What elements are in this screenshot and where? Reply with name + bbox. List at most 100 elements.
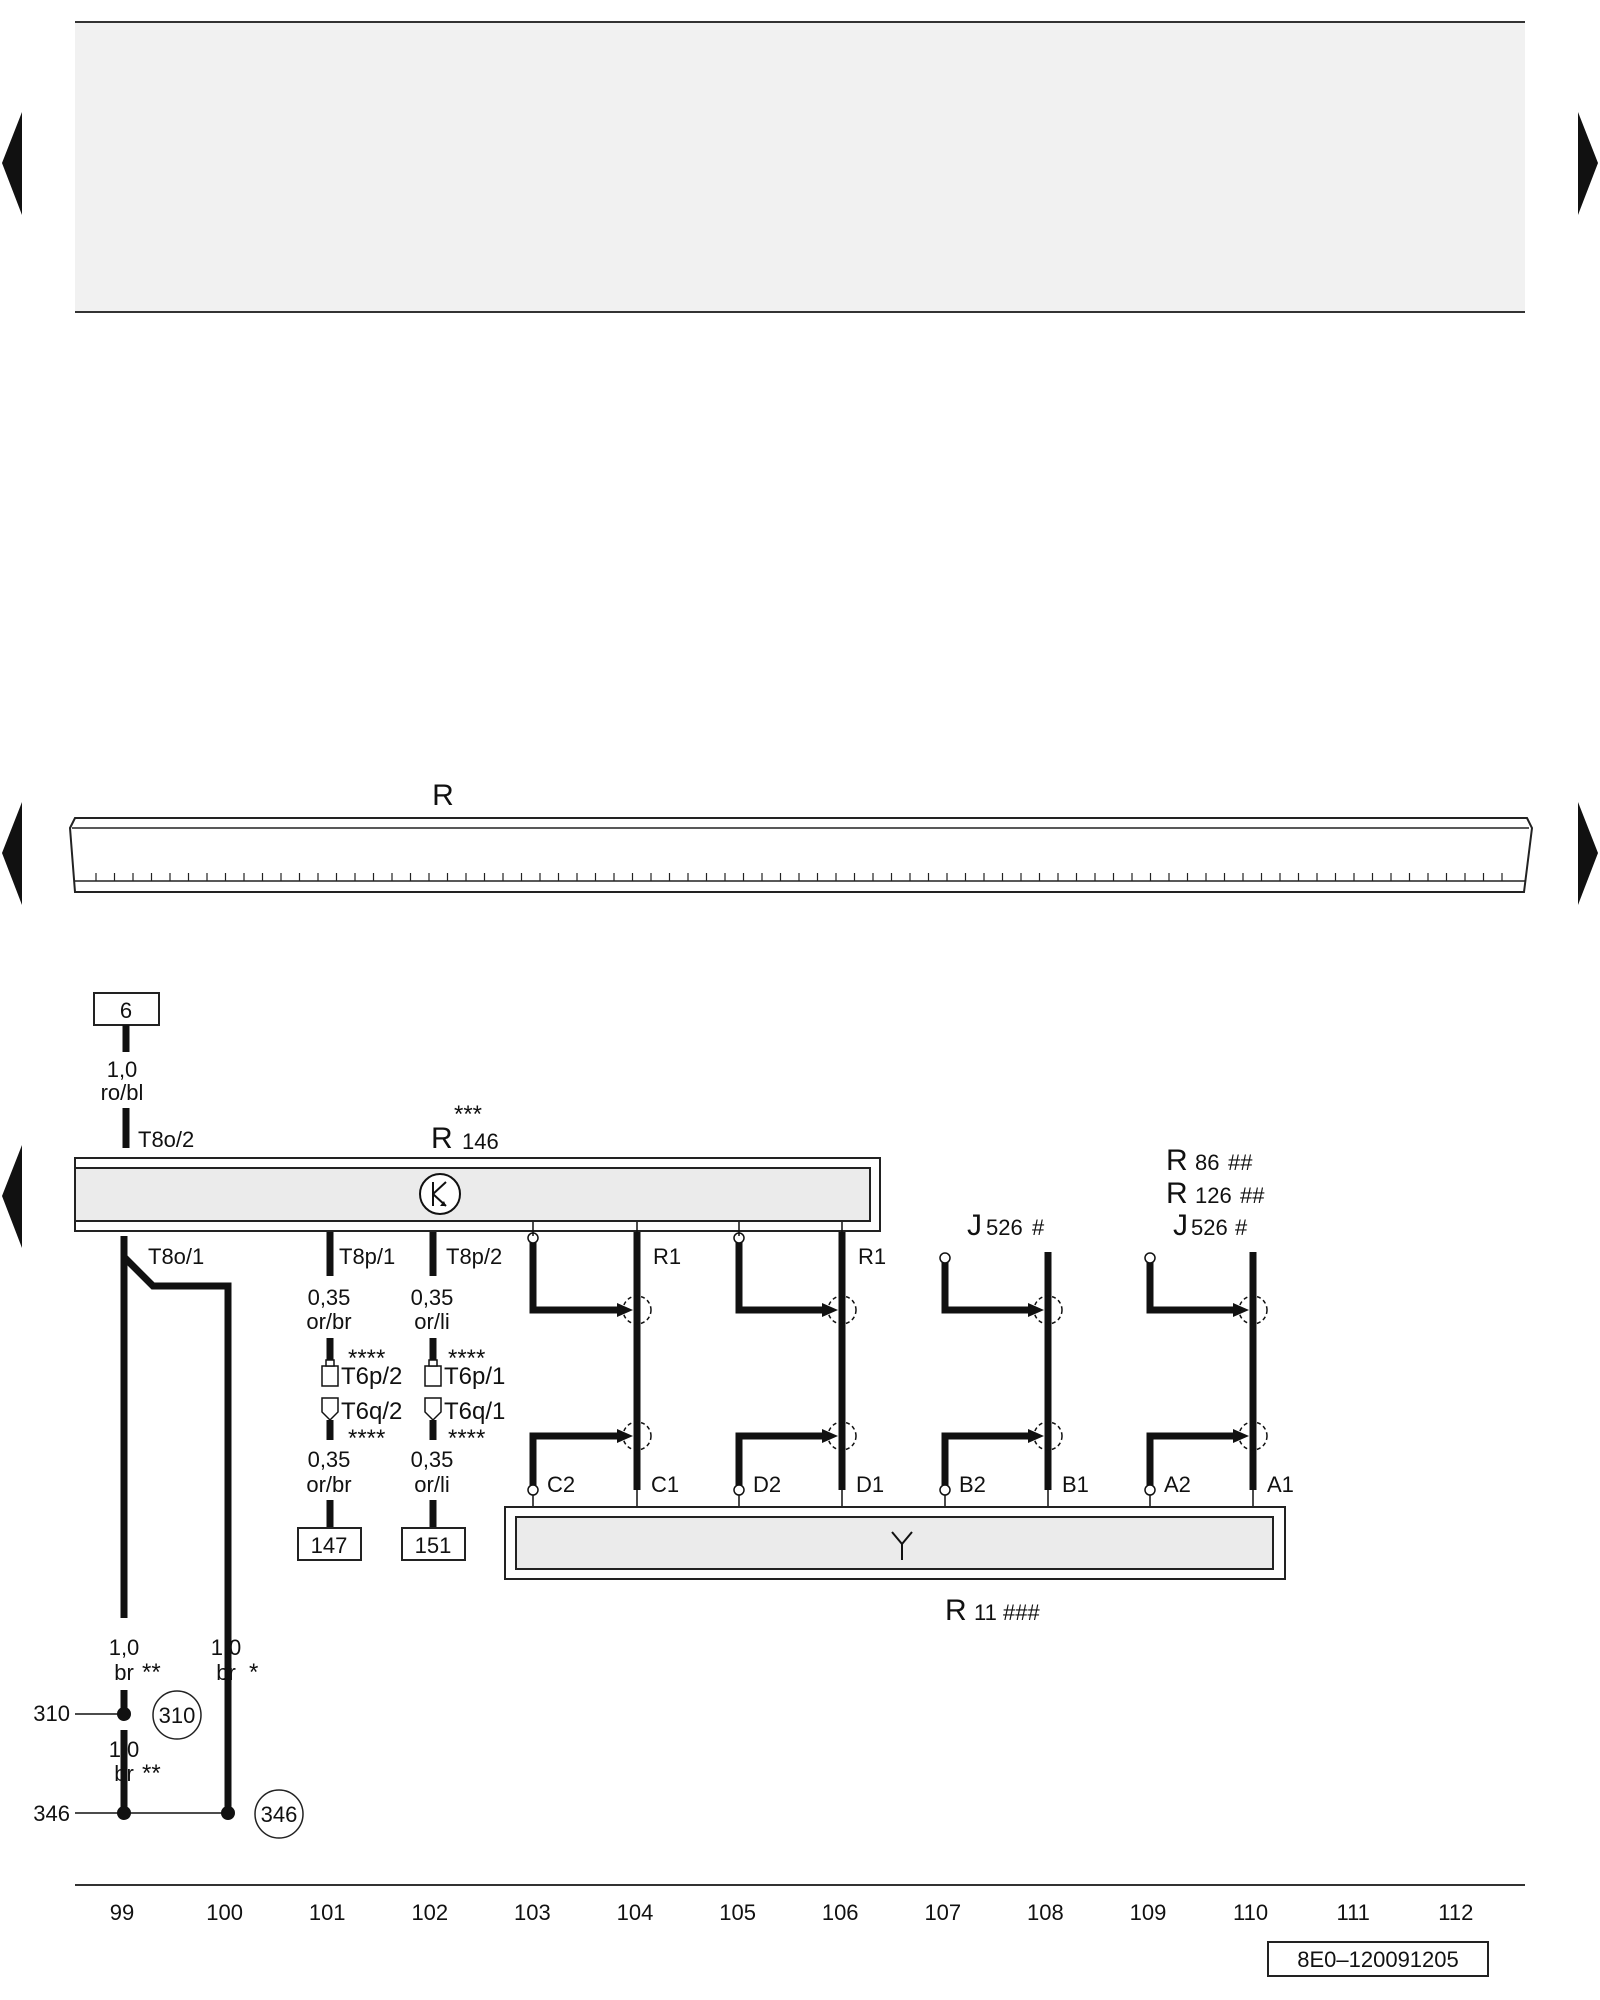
r126-sub: 126 [1195,1183,1232,1208]
shield-circle-icon [1238,1295,1268,1325]
speaker-wire-branch-lower [941,1432,1030,1488]
pin-open-circle-bottom [527,1484,539,1496]
r11-sub: 11 [974,1600,997,1625]
pin-open-circle-bottom [733,1484,745,1496]
speaker-wire-branch-lower [529,1432,619,1488]
ground-346-circle [254,1789,304,1839]
r146-mark: *** [454,1101,482,1128]
r86-letter: R [1166,1144,1188,1177]
r126-mark: ## [1240,1183,1265,1208]
ground-346-dot-right [221,1806,235,1820]
pin-label-left: C2 [547,1472,575,1497]
pin-label-right: B1 [1062,1472,1089,1497]
shield-circle-icon [622,1421,652,1451]
connector-t8p1: T8p/1 [339,1244,395,1269]
reference-box-151 [401,1527,466,1561]
rail-ticks [95,873,1503,881]
j526-right-letter: J [1173,1209,1188,1242]
junction-arrow-icon [617,1303,633,1317]
wire-ground-c-mark: ** [142,1760,161,1787]
socket-icon-t6q2 [321,1397,339,1422]
ruler-number: 101 [309,1900,346,1925]
ground-346-dot-left [117,1806,131,1820]
j526-left-mark: # [1032,1215,1045,1240]
speaker-wire-branch-upper [735,1242,824,1314]
mark-t6q2: **** [348,1425,385,1452]
nav-prev-arrow-top[interactable] [2,112,22,215]
r86-mark: ## [1228,1150,1253,1175]
wire-t8p1-lower-size: 0,35 [308,1447,351,1472]
shield-circle-icon [1033,1295,1063,1325]
ruler-number: 105 [719,1900,756,1925]
pin-open-circle-bottom [1144,1484,1156,1496]
reference-label-151: 151 [415,1533,452,1558]
pin-open-circle-top [939,1252,951,1264]
junction-arrow-icon [1028,1429,1044,1443]
wire-t8p2-upper-color: or/li [414,1309,449,1334]
ground-346-circle-label: 346 [261,1802,298,1827]
speaker-wire-branch-upper [941,1262,1030,1314]
connector-t8o1: T8o/1 [148,1244,204,1269]
nav-next-arrow-rail[interactable] [1578,802,1598,905]
pin-label-left: A2 [1164,1472,1191,1497]
antenna-symbol-icon [891,1531,913,1560]
r86-sub: 86 [1195,1150,1219,1175]
r146-sub: 146 [462,1129,499,1154]
mark-t6p1: **** [448,1345,485,1372]
pin-label-left: D2 [753,1472,781,1497]
j526-right-mark: # [1235,1215,1248,1240]
speaker-wire-branch-upper [529,1242,619,1314]
wire-t8p2-lower-size: 0,35 [411,1447,454,1472]
wire-ground-c-color: br [114,1761,134,1786]
wire-top-feed-color: ro/bl [101,1080,144,1105]
pin-label-r1: R1 [858,1244,886,1269]
ruler-number: 104 [617,1900,654,1925]
header-panel [75,23,1525,312]
shield-circle-icon [827,1421,857,1451]
plug-icon-t6p1 [424,1359,442,1387]
ruler-number: 103 [514,1900,551,1925]
r11-housing-inner [515,1516,1274,1570]
wire-t8p1-lower-color: or/br [306,1472,351,1497]
wire-t8p1-upper-size: 0,35 [308,1285,351,1310]
pin-open-circle-bottom [939,1484,951,1496]
junction-arrow-icon [1233,1429,1249,1443]
ruler-number: 106 [822,1900,859,1925]
wire-ground-a-color: br [114,1660,134,1685]
ruler-number: 100 [206,1900,243,1925]
ruler-number: 110 [1233,1900,1268,1925]
pin-label-right: A1 [1267,1472,1294,1497]
rail-bar [68,817,1534,893]
wire-ground-b-mark: * [249,1659,258,1686]
speaker-wire-branch-lower [735,1432,824,1488]
pin-label-right: D1 [856,1472,884,1497]
connector-t6q1: T6q/1 [444,1398,505,1425]
ground-310-circle [152,1690,202,1740]
connector-t8p2: T8p/2 [446,1244,502,1269]
wire-ground-c-size: 1,0 [109,1737,140,1762]
reference-label-6: 6 [120,998,132,1023]
j526-left-sub: 526 [986,1215,1023,1240]
wire-ground-b-size: 1,0 [211,1635,242,1660]
junction-arrow-icon [822,1429,838,1443]
wire-ground-a-mark: ** [142,1659,161,1686]
j526-left-letter: J [967,1209,982,1242]
nav-next-arrow-top[interactable] [1578,112,1598,215]
rail-label: R [432,779,454,812]
mark-t6p2: **** [348,1345,385,1372]
ground-346-label: 346 [33,1801,70,1826]
ruler-number: 111 [1336,1900,1369,1925]
ruler-number: 99 [110,1900,134,1925]
nav-prev-arrow-rail[interactable] [2,802,22,905]
transistor-symbol-icon [419,1173,461,1215]
speaker-wire-branch-upper [1146,1262,1235,1314]
junction-arrow-icon [1233,1303,1249,1317]
ruler-number: 109 [1130,1900,1167,1925]
nav-prev-arrow-component[interactable] [2,1145,22,1248]
wire-t8p2-upper-size: 0,35 [411,1285,454,1310]
shield-circle-icon [827,1295,857,1325]
wire-top-feed-size: 1,0 [107,1057,138,1082]
